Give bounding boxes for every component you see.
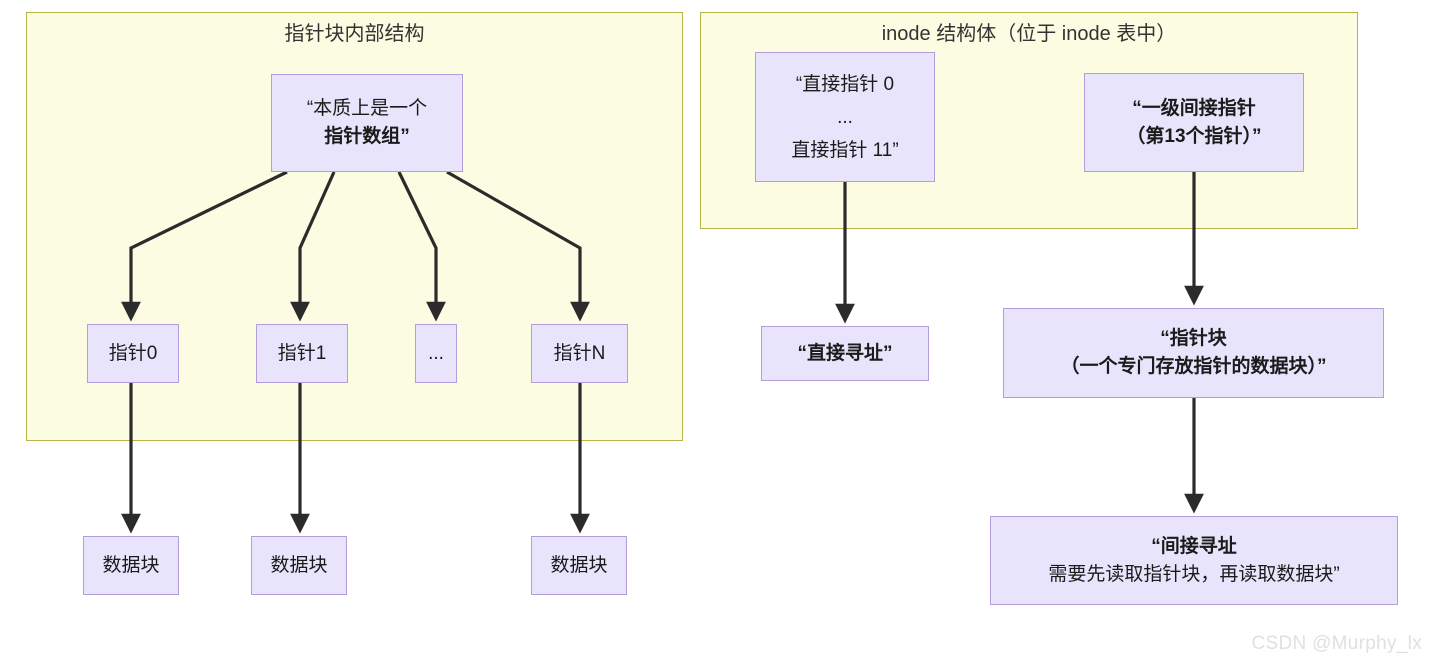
node-pointer-block[interactable]: “指针块 （一个专门存放指针的数据块）” [1003, 308, 1384, 398]
node-pointer-n-label: 指针N [553, 342, 606, 364]
node-indirect-addressing-line1: “间接寻址 [1151, 535, 1237, 557]
group-title-left: 指针块内部结构 [284, 23, 425, 45]
group-title-right: inode 结构体（位于 inode 表中） [881, 23, 1177, 45]
node-data-block-1[interactable]: 数据块 [83, 536, 179, 595]
node-data-block-2[interactable]: 数据块 [251, 536, 347, 595]
node-direct-addressing[interactable]: “直接寻址” [761, 326, 929, 381]
node-pointer-ellipsis[interactable]: ... [415, 324, 457, 383]
watermark: CSDN @Murphy_lx [1251, 633, 1422, 654]
node-indirect-addressing-line2: 需要先读取指针块，再读取数据块” [1048, 563, 1340, 585]
node-direct-addressing-label: “直接寻址” [797, 342, 893, 364]
node-pointer-ellipsis-label: ... [428, 342, 444, 364]
node-single-indirect-pointer[interactable]: “一级间接指针 （第13个指针）” [1084, 73, 1304, 172]
node-pointer-n[interactable]: 指针N [531, 324, 628, 383]
node-indirect-addressing[interactable]: “间接寻址 需要先读取指针块，再读取数据块” [990, 516, 1398, 605]
node-data-block-2-label: 数据块 [270, 554, 328, 576]
node-direct-pointers[interactable]: “直接指针 0 ... 直接指针 11” [755, 52, 935, 182]
node-direct-pointers-line3: 直接指针 11” [791, 139, 899, 161]
node-pointer-block-line2: （一个专门存放指针的数据块）” [1060, 356, 1327, 377]
node-direct-pointers-line2: ... [837, 106, 853, 128]
node-data-block-3[interactable]: 数据块 [531, 536, 627, 595]
node-data-block-1-label: 数据块 [102, 554, 160, 576]
node-pointer-array[interactable]: “本质上是一个 指针数组” [271, 74, 463, 172]
node-pointer-block-line1: “指针块 [1160, 328, 1227, 349]
node-pointer-0[interactable]: 指针0 [87, 324, 179, 383]
node-single-indirect-pointer-line1: “一级间接指针 [1132, 97, 1256, 119]
node-single-indirect-pointer-line2: （第13个指针）” [1126, 125, 1262, 147]
node-pointer-1-label: 指针1 [277, 342, 327, 364]
node-direct-pointers-line1: “直接指针 0 [795, 73, 895, 95]
node-pointer-1[interactable]: 指针1 [256, 324, 348, 383]
node-data-block-3-label: 数据块 [550, 554, 608, 576]
node-pointer-array-line1: “本质上是一个 [306, 98, 428, 119]
node-pointer-0-label: 指针0 [108, 342, 158, 364]
node-pointer-array-line2: 指针数组” [324, 126, 410, 147]
